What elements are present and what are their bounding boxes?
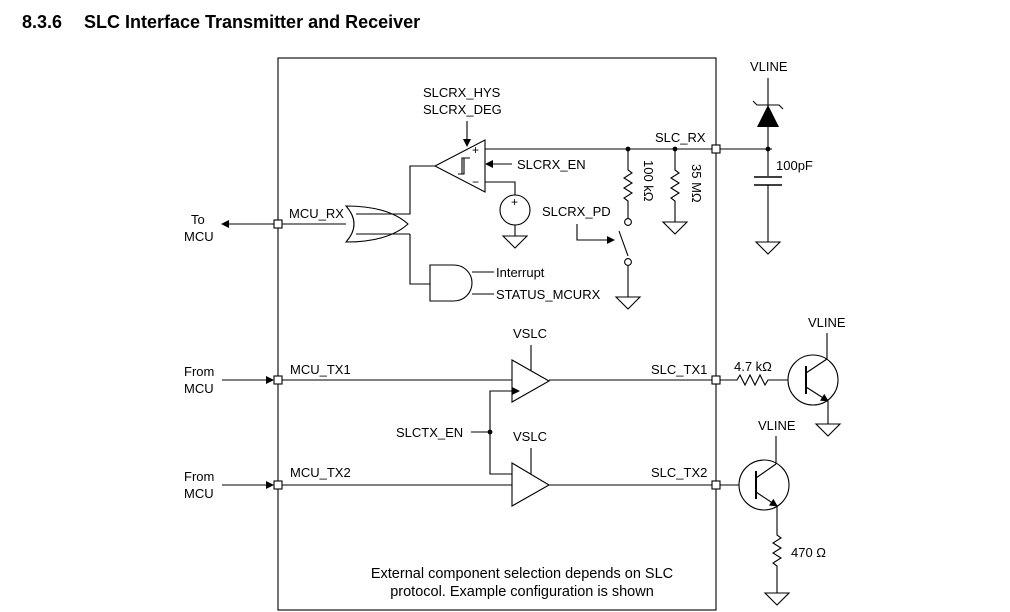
r4k7-label: 4.7 kΩ (734, 359, 772, 374)
resistor-35m (669, 149, 681, 222)
mcu-tx2-label: MCU_TX2 (290, 465, 351, 480)
transistor-lead (805, 358, 828, 374)
mcu-tx1-pin (273, 375, 283, 385)
tvs-diode (757, 105, 779, 127)
mcu-rx-label: MCU_RX (289, 206, 344, 221)
resistor-470 (771, 530, 783, 593)
from2-label: From (184, 469, 214, 484)
slcrx-pd-label: SLCRX_PD (542, 204, 611, 219)
slctx-en-arrow-1 (489, 387, 520, 432)
tvs-diode-bar (752, 100, 784, 110)
ic-boundary (277, 57, 717, 611)
vslc1-label: VSLC (513, 326, 547, 341)
switch-contact (624, 218, 632, 226)
pnp-transistor (787, 354, 839, 406)
switch-contact (624, 258, 632, 266)
ground-icon (501, 235, 529, 249)
hysteresis-icon (458, 157, 470, 175)
mcu-tx1-label: MCU_TX1 (290, 362, 351, 377)
slc-tx1-pin (711, 375, 721, 385)
section-title: SLC Interface Transmitter and Receiver (84, 12, 421, 32)
r100k-label: 100 kΩ (641, 160, 656, 202)
slc-tx1-label: SLC_TX1 (651, 362, 707, 377)
r470-label: 470 Ω (791, 545, 826, 560)
ground-icon (661, 221, 689, 235)
or-gate (344, 205, 409, 243)
slctx-en-label: SLCTX_EN (396, 425, 463, 440)
ground-icon (614, 296, 642, 310)
slcrx-deg-label: SLCRX_DEG (423, 102, 502, 117)
slc-tx2-pin (711, 480, 721, 490)
ref-wire (485, 181, 516, 195)
vline-bot-label: VLINE (758, 418, 796, 433)
comp-plus: + (472, 143, 479, 157)
cap-label: 100pF (776, 158, 813, 173)
note-line1: External component selection depends on … (371, 566, 673, 582)
section-number: 8.3.6 (22, 12, 63, 32)
from1-mcu-label: MCU (184, 381, 214, 396)
slcrx-pd-arrow (576, 224, 615, 244)
from2-mcu-label: MCU (184, 486, 214, 501)
interrupt-label: Interrupt (496, 265, 545, 280)
vslc2-label: VSLC (513, 429, 547, 444)
note-line2: protocol. Example configuration is shown (390, 584, 654, 600)
and-output-wire (409, 234, 430, 285)
slcrx-hys-label: SLCRX_HYS (423, 85, 501, 100)
slc-rx-pin (711, 144, 721, 154)
npn-transistor (738, 459, 790, 511)
resistor-100k (622, 149, 634, 218)
from1-label: From (184, 364, 214, 379)
section-heading: 8.3.6 SLC Interface Transmitter and Recei… (22, 12, 420, 33)
and-gate (429, 264, 473, 302)
r35m-label: 35 MΩ (689, 164, 704, 203)
slctx-en-arrow-2 (489, 432, 520, 478)
transistor-lead (755, 491, 778, 507)
slcrx-en-label: SLCRX_EN (517, 157, 586, 172)
transistor-lead (805, 386, 829, 402)
slc-rx-label: SLC_RX (655, 130, 706, 145)
mcu-tx2-pin (273, 480, 283, 490)
vline-top-label: VLINE (750, 59, 788, 74)
transistor-lead (755, 463, 777, 479)
vline-mid-label: VLINE (808, 315, 846, 330)
comp-minus: − (472, 175, 479, 189)
ground-icon (763, 592, 791, 606)
mcu-rx-pin (273, 219, 283, 229)
status-mcurx-label: STATUS_MCURX (496, 287, 601, 302)
slc-tx2-label: SLC_TX2 (651, 465, 707, 480)
ref-plus: + (511, 195, 518, 209)
comp-to-or-wire (356, 165, 435, 215)
switch-blade (618, 230, 629, 257)
to-mcu-label: MCU (184, 229, 214, 244)
resistor-4k7 (720, 373, 790, 387)
to-label: To (191, 212, 205, 227)
ground-icon (814, 423, 842, 437)
ground-icon (754, 241, 782, 255)
